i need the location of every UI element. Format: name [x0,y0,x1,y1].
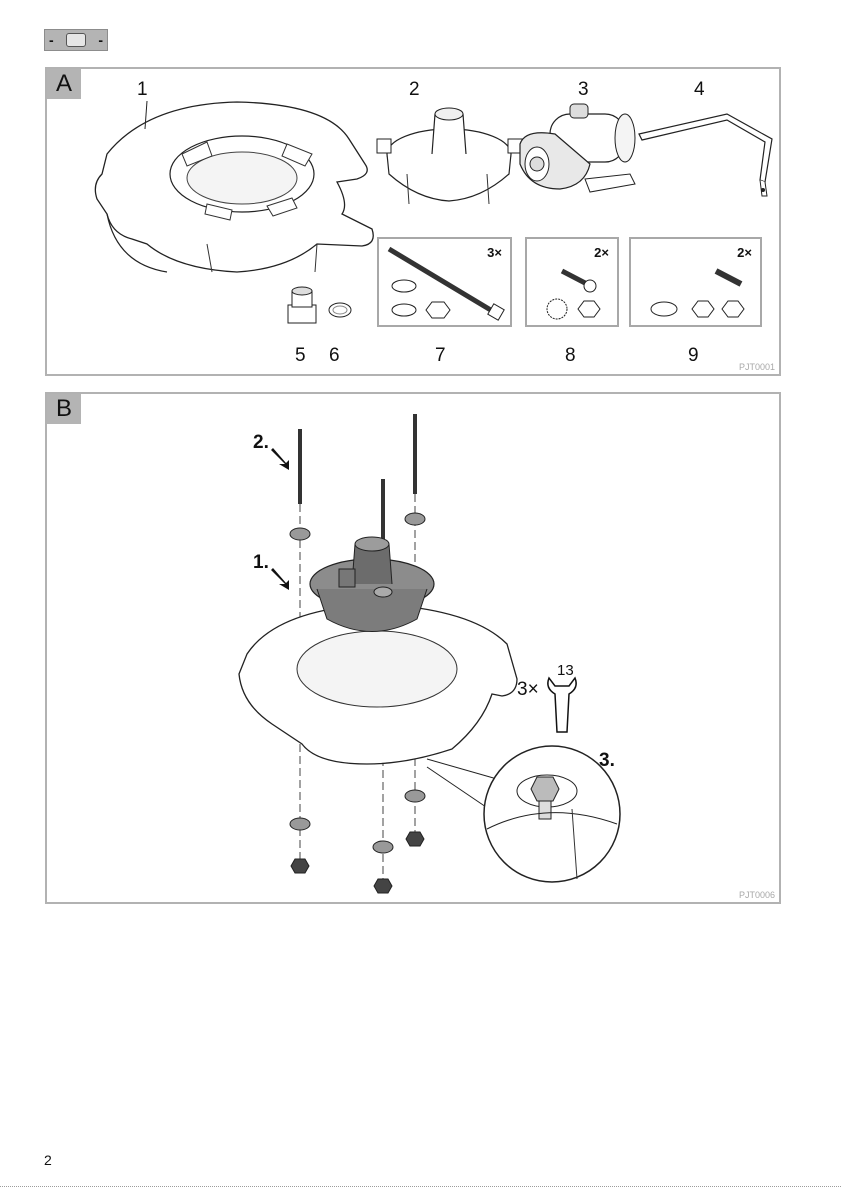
figure-code-a: PJT0001 [739,362,775,372]
figure-panel-a: A 1 2 3 4 [45,67,781,376]
step-label-3: 3. [599,750,615,772]
base-illustration [87,94,387,274]
short-screw-icon [532,259,617,324]
motor-illustration [515,104,640,199]
panel-a-letter: A [47,69,81,99]
bracket-illustration [637,104,777,199]
leader-line-1 [142,101,152,131]
part-label-1: 1 [137,79,148,101]
oring-illustration [327,301,353,319]
long-bolt-icon [384,244,509,324]
step-1-arrow-icon [269,568,293,592]
language-tab: - - [44,29,108,51]
part-label-8: 8 [565,345,576,367]
kit-8-qty: 2× [594,245,609,260]
lang-tab-dash-right: - [98,32,103,48]
kit-9-qty: 2× [737,245,752,260]
part-label-7: 7 [435,345,446,367]
threaded-stud-icon [636,259,761,324]
part-label-3: 3 [578,79,589,101]
page-number: 2 [44,1152,52,1168]
step-label-2: 2. [253,432,269,454]
part-label-4: 4 [694,79,705,101]
step-2-arrow-icon [269,448,293,472]
kit-box-9: 2× [629,237,762,327]
step-label-1: 1. [253,552,269,574]
part-label-9: 9 [688,345,699,367]
figure-code-b: PJT0006 [739,890,775,900]
panel-b-letter: B [47,394,81,424]
part-label-5: 5 [295,345,306,367]
kit-box-8: 2× [525,237,619,327]
figure-panel-b: B 2. 1. 3× 13 [45,392,781,904]
wrench-qty: 3× [517,679,539,701]
kit-box-7: 3× [377,237,512,327]
part-label-6: 6 [329,345,340,367]
bottom-dotted-divider [0,1186,841,1187]
language-flag-icon [66,33,86,47]
lang-tab-dash-left: - [49,32,54,48]
housing-illustration [377,94,522,209]
part-label-2: 2 [409,79,420,101]
wrench-icon [543,674,583,734]
fitting-illustration [282,285,322,327]
detail-magnifier [427,739,627,889]
